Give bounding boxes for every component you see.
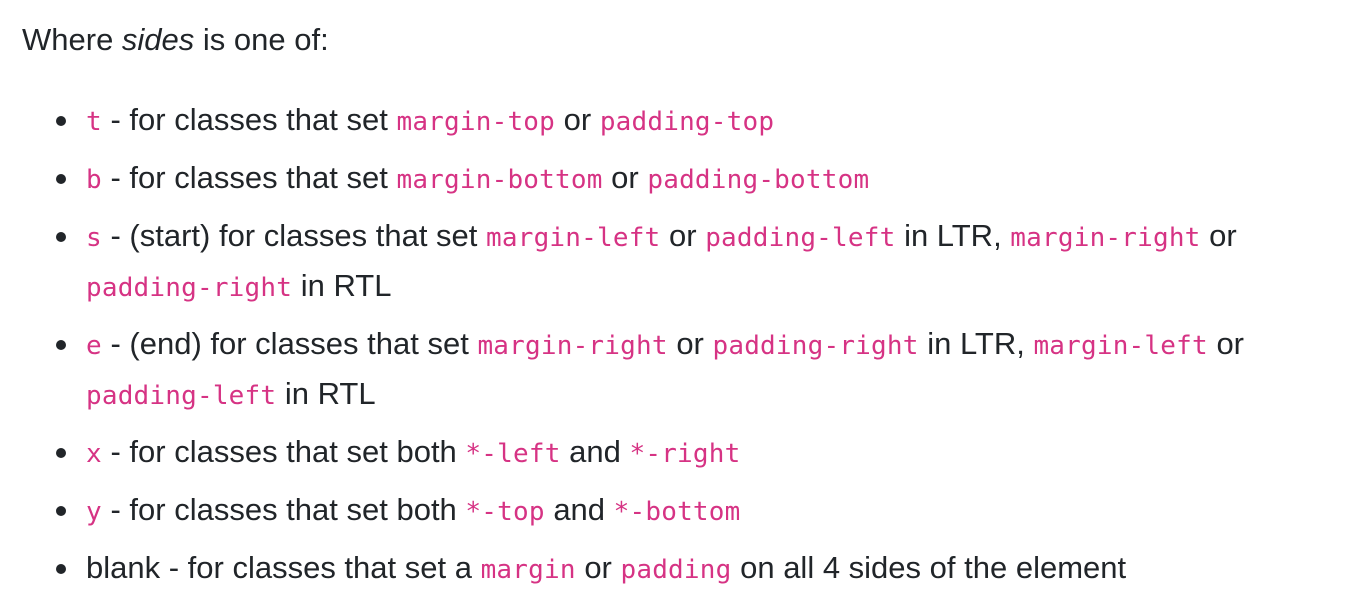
description-text: or: [602, 160, 648, 195]
css-property-code: margin-right: [477, 331, 668, 361]
css-property-code: margin-bottom: [396, 165, 603, 195]
intro-prefix: Where: [22, 22, 122, 57]
intro-paragraph: Where sides is one of:: [22, 18, 329, 62]
description-text: - for classes that set both: [101, 434, 466, 469]
description-text: or: [667, 326, 713, 361]
css-property-code: padding-bottom: [647, 165, 870, 195]
description-text: or: [1207, 326, 1245, 361]
side-key-code: y: [86, 497, 102, 527]
description-text: - for classes that set: [101, 102, 397, 137]
list-item: blank - for classes that set a margin or…: [0, 544, 1368, 594]
intro-suffix: is one of:: [194, 22, 329, 57]
css-property-code: margin-left: [1033, 331, 1208, 361]
description-text: - for classes that set: [101, 160, 397, 195]
sides-list: t - for classes that set margin-top or p…: [0, 96, 1368, 602]
description-text: in RTL: [292, 268, 392, 303]
description-text: or: [575, 550, 621, 585]
description-text: and: [544, 492, 614, 527]
css-property-code: margin-left: [486, 223, 661, 253]
css-property-code: margin: [480, 555, 576, 585]
css-property-code: *-top: [465, 497, 545, 527]
bullet-icon: [56, 506, 66, 516]
css-property-code: padding-right: [712, 331, 919, 361]
css-property-code: padding-top: [599, 107, 775, 137]
description-text: or: [1200, 218, 1237, 253]
list-item: s - (start) for classes that set margin-…: [0, 212, 1368, 312]
bullet-icon: [56, 340, 66, 350]
side-key-code: t: [86, 107, 102, 137]
description-text: or: [660, 218, 706, 253]
list-item: y - for classes that set both *-top and …: [0, 486, 1368, 536]
bullet-icon: [56, 174, 66, 184]
description-text: in LTR,: [895, 218, 1011, 253]
description-text: - for classes that set both: [101, 492, 466, 527]
css-property-code: *-left: [465, 439, 561, 469]
css-property-code: padding-left: [86, 381, 277, 411]
css-property-code: *-right: [629, 439, 741, 469]
description-text: - (start) for classes that set: [101, 218, 487, 253]
side-key-code: e: [86, 331, 102, 361]
list-item: e - (end) for classes that set margin-ri…: [0, 320, 1368, 420]
bullet-icon: [56, 448, 66, 458]
description-text: blank - for classes that set a: [86, 550, 481, 585]
description-text: in RTL: [276, 376, 376, 411]
intro-emphasis: sides: [121, 22, 195, 57]
css-property-code: padding: [620, 555, 732, 585]
bullet-icon: [56, 232, 66, 242]
description-text: on all 4 sides of the element: [731, 550, 1127, 585]
css-property-code: margin-right: [1010, 223, 1201, 253]
list-item: b - for classes that set margin-bottom o…: [0, 154, 1368, 204]
description-text: or: [555, 102, 600, 137]
bullet-icon: [56, 116, 66, 126]
css-property-code: padding-right: [86, 273, 293, 303]
description-text: in LTR,: [918, 326, 1034, 361]
side-key-code: x: [86, 439, 102, 469]
side-key-code: s: [86, 223, 102, 253]
css-property-code: *-bottom: [613, 497, 741, 527]
description-text: and: [560, 434, 630, 469]
list-item: t - for classes that set margin-top or p…: [0, 96, 1368, 146]
description-text: - (end) for classes that set: [101, 326, 478, 361]
css-property-code: padding-left: [705, 223, 896, 253]
list-item: x - for classes that set both *-left and…: [0, 428, 1368, 478]
css-property-code: margin-top: [396, 107, 556, 137]
bullet-icon: [56, 564, 66, 574]
side-key-code: b: [86, 165, 102, 195]
